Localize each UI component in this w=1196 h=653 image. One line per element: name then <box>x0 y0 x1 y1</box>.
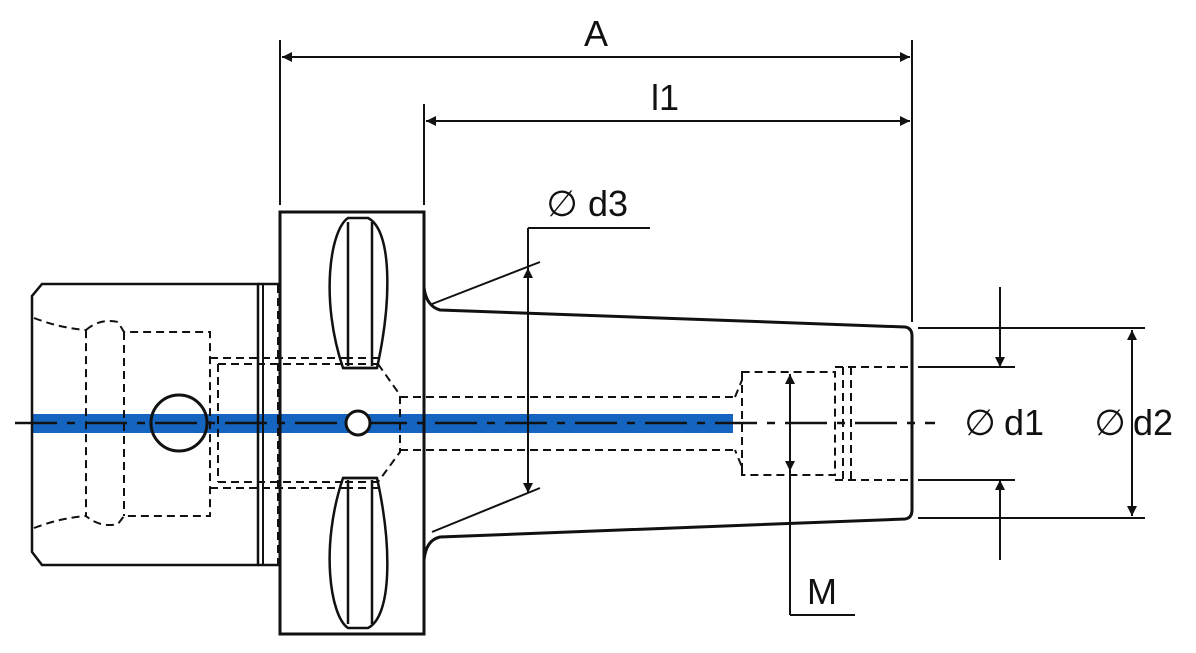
label-d1: d1 <box>1004 402 1044 443</box>
flange <box>278 210 426 636</box>
dimension-d3 <box>431 227 650 533</box>
dimension-d2 <box>918 327 1145 519</box>
dimension-M <box>785 374 855 616</box>
label-d3: d3 <box>588 183 628 224</box>
label-d1-symbol: ∅ <box>964 403 995 444</box>
label-l1: l1 <box>651 77 679 118</box>
drive-slots <box>328 216 389 630</box>
flange-hidden-lines <box>345 357 401 489</box>
dimension-A <box>279 40 913 322</box>
dimension-l1 <box>423 104 910 205</box>
label-M: M <box>807 571 837 612</box>
center-bore-circle <box>344 409 372 437</box>
body-hidden-lines <box>400 366 912 481</box>
label-d3-symbol: ∅ <box>546 184 577 225</box>
cross-hole-circle <box>149 393 209 453</box>
label-d2-symbol: ∅ <box>1094 403 1125 444</box>
label-A: A <box>584 13 608 54</box>
label-d2: d2 <box>1133 402 1173 443</box>
shank-hidden-lines <box>33 285 345 564</box>
tool-body <box>422 286 914 561</box>
taper-shank <box>30 282 280 567</box>
